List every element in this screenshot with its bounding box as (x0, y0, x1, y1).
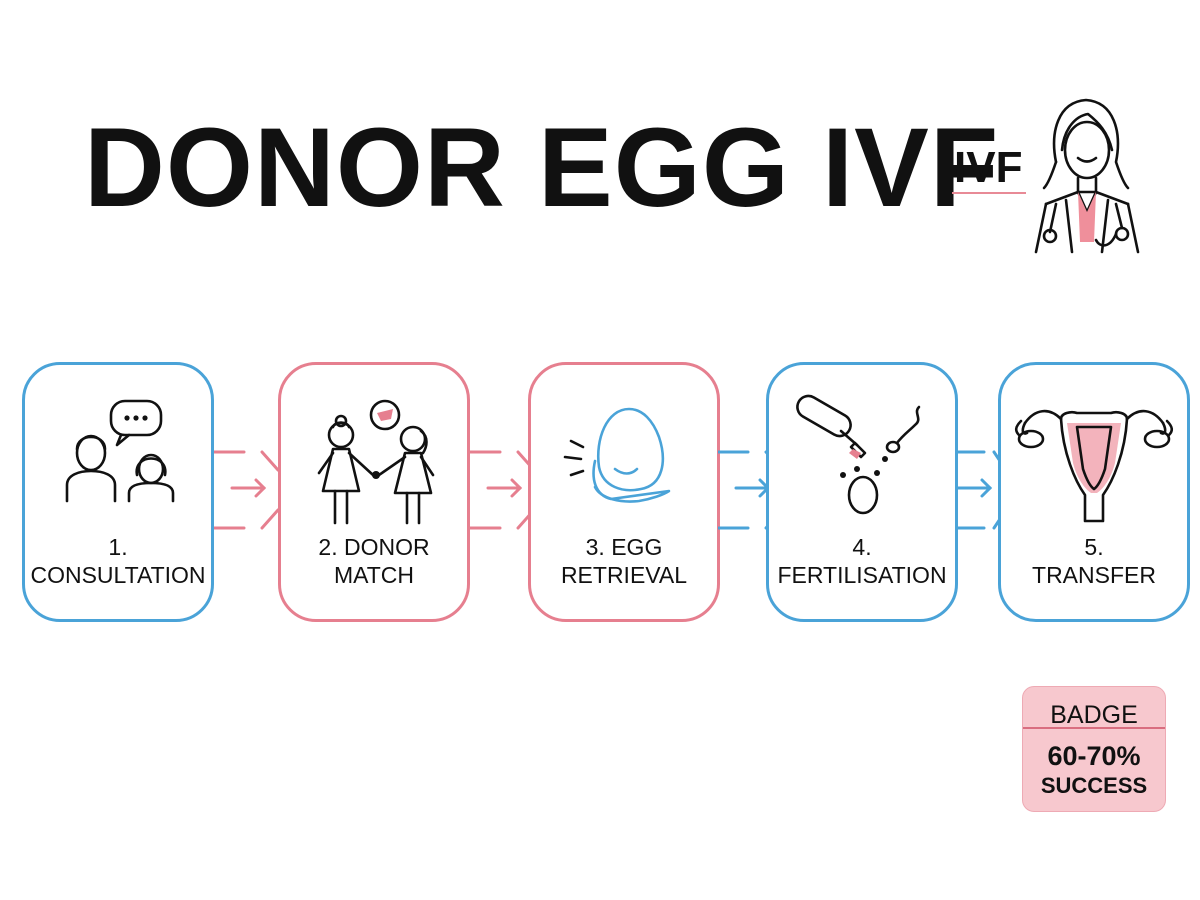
donor-match-icon (317, 399, 435, 525)
badge-value: 60-70% (1047, 741, 1141, 771)
ivf-tag: IVF (954, 143, 1023, 192)
step-transfer: 5. TRANSFER (998, 362, 1190, 622)
step-label-fertilisation: 4. FERTILISATION (777, 534, 947, 588)
step-label-transfer: 5. TRANSFER (1032, 534, 1156, 588)
step-consultation: 1. CONSULTATION (22, 362, 214, 622)
page-title: DONOR EGG IVF (84, 105, 1000, 230)
badge-subtitle: SUCCESS (1040, 773, 1148, 798)
step-label-egg-retrieval: 3. EGG RETRIEVAL (560, 534, 688, 588)
connector-arrow-2 (470, 450, 536, 530)
step-egg-retrieval: 3. EGG RETRIEVAL (528, 362, 720, 622)
step-donor-match: 2. DONOR MATCH (278, 362, 470, 622)
badge-divider (1023, 727, 1165, 729)
ivf-underline (952, 192, 1026, 194)
doctor-icon (1034, 98, 1140, 254)
egg-icon (563, 407, 671, 503)
uterus-icon (1014, 409, 1174, 523)
step-label-consultation: 1. CONSULTATION (30, 534, 206, 588)
step-fertilisation: 4. FERTILISATION (766, 362, 958, 622)
success-badge: BADGE 60-70% SUCCESS (1022, 686, 1166, 812)
fertilisation-icon (796, 394, 921, 515)
consultation-icon (65, 399, 175, 503)
connector-arrow-1 (214, 450, 280, 530)
step-label-donor-match: 2. DONOR MATCH (318, 534, 430, 588)
badge-title: BADGE (1050, 701, 1138, 729)
